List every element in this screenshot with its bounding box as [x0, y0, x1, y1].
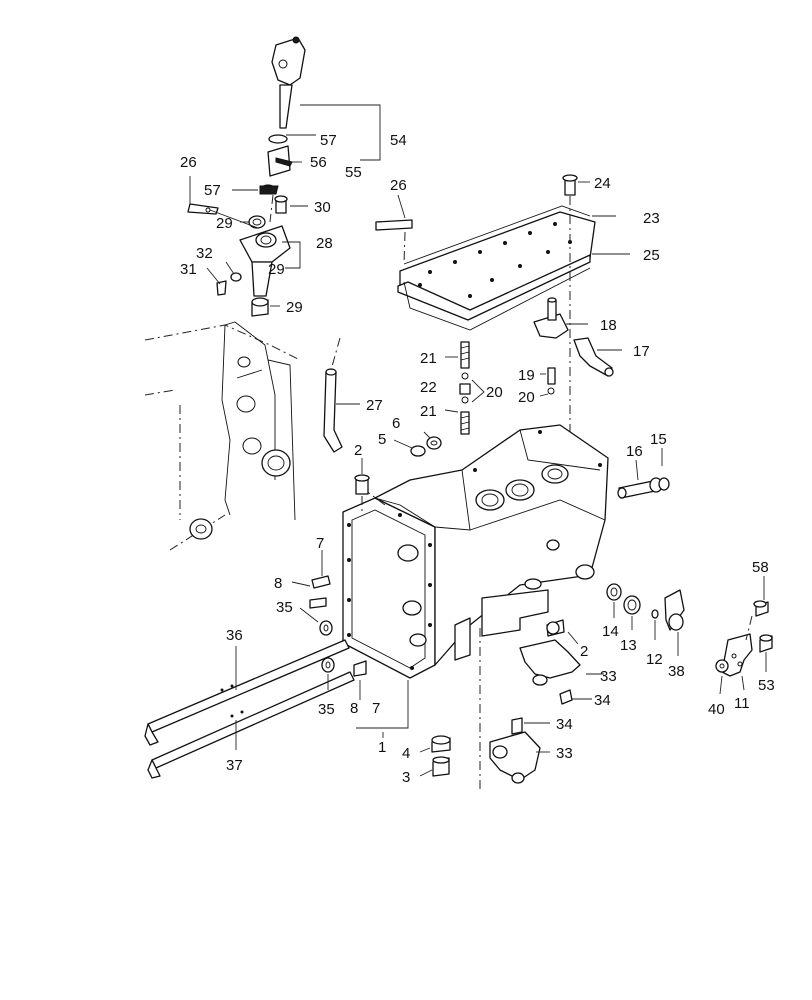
callout-36: 36: [226, 627, 243, 644]
callout-13: 13: [620, 637, 637, 654]
callout-2: 2: [580, 643, 588, 660]
case-fasteners: [309, 436, 685, 777]
callout-11: 11: [734, 695, 750, 712]
lower-shift-forks: [489, 639, 581, 784]
callout-37: 37: [226, 757, 243, 774]
callout-54: 54: [390, 132, 407, 149]
callout-33: 33: [556, 745, 573, 762]
callout-17: 17: [633, 343, 650, 360]
callout-27: 27: [366, 397, 383, 414]
leader-lines: [189, 104, 767, 777]
callout-32: 32: [196, 245, 213, 262]
callout-29: 29: [268, 261, 285, 278]
callout-57: 57: [204, 182, 221, 199]
callout-6: 6: [392, 415, 400, 432]
callout-8: 8: [274, 575, 282, 592]
callout-57: 57: [320, 132, 337, 149]
rear-housing-outline: [144, 321, 301, 551]
callout-40: 40: [708, 701, 725, 718]
callout-53: 53: [758, 677, 775, 694]
callout-29: 29: [216, 215, 233, 232]
callout-23: 23: [643, 210, 660, 227]
callout-4: 4: [402, 745, 410, 762]
shift-rails: [144, 639, 355, 779]
callout-22: 22: [420, 379, 437, 396]
callout-29: 29: [286, 299, 303, 316]
callout-35: 35: [318, 701, 335, 718]
callout-34: 34: [594, 692, 611, 709]
callout-58: 58: [752, 559, 769, 576]
callout-21: 21: [420, 350, 437, 367]
callout-30: 30: [314, 199, 331, 216]
callout-20: 20: [518, 389, 535, 406]
shift-forks-upper: [459, 297, 614, 435]
callout-26: 26: [390, 177, 407, 194]
callout-20: 20: [486, 384, 503, 401]
callout-34: 34: [556, 716, 573, 733]
transmission-case-1: [342, 424, 609, 790]
callout-31: 31: [180, 261, 197, 278]
callout-38: 38: [668, 663, 685, 680]
callout-2: 2: [354, 442, 362, 459]
callout-14: 14: [602, 623, 619, 640]
callout-1: 1: [378, 739, 386, 756]
callout-55: 55: [345, 164, 362, 181]
callout-8: 8: [350, 700, 358, 717]
callout-16: 16: [626, 443, 643, 460]
callout-labels: 54 57 56 55 26 57 30 29 28 29 32 31 29 2…: [180, 132, 775, 786]
callout-35: 35: [276, 599, 293, 616]
callout-33: 33: [600, 668, 617, 685]
callout-3: 3: [402, 769, 410, 786]
callout-28: 28: [316, 235, 333, 252]
callout-25: 25: [643, 247, 660, 264]
callout-7: 7: [316, 535, 324, 552]
top-cover-and-gasket: [375, 174, 596, 520]
shift-lever-assembly: [187, 36, 306, 317]
callout-18: 18: [600, 317, 617, 334]
bracket-assembly: [715, 600, 773, 677]
callout-5: 5: [378, 431, 386, 448]
callout-24: 24: [594, 175, 611, 192]
callout-19: 19: [518, 367, 535, 384]
selector-rod-27: [323, 337, 343, 453]
callout-21: 21: [420, 403, 437, 420]
callout-15: 15: [650, 431, 667, 448]
callout-56: 56: [310, 154, 327, 171]
callout-26: 26: [180, 154, 197, 171]
callout-7: 7: [372, 700, 380, 717]
callout-12: 12: [646, 651, 663, 668]
